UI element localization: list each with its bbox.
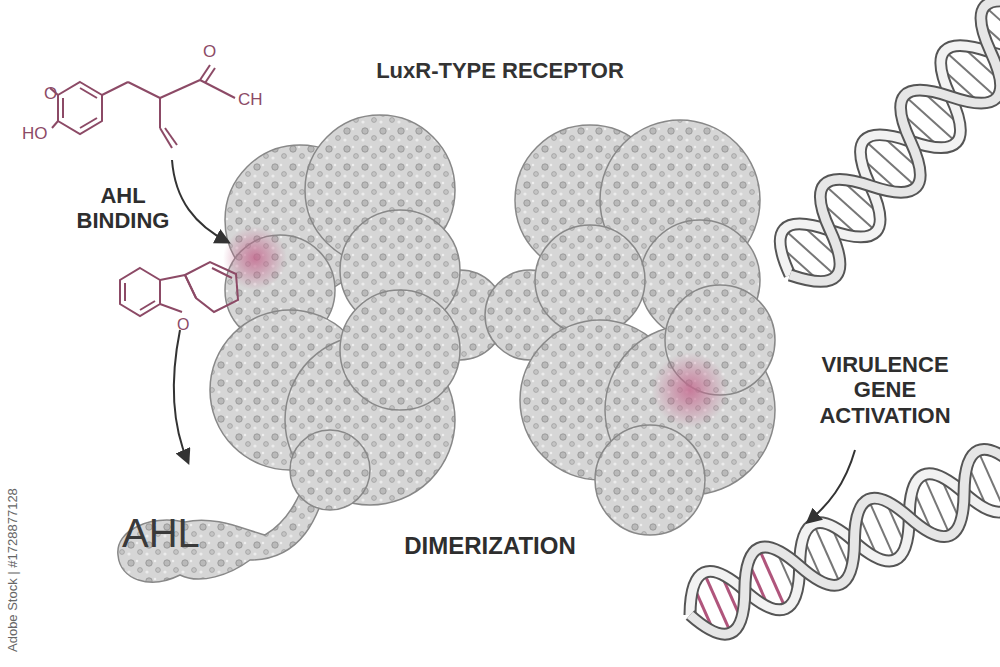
dna-helix <box>677 438 1000 645</box>
chemical-structure <box>50 65 235 148</box>
molecule-label: AHL <box>122 510 232 556</box>
atom-label: HO <box>22 124 48 144</box>
binding-site <box>223 226 287 290</box>
atom-label: O <box>44 84 57 104</box>
chemical-structure <box>120 262 238 316</box>
atom-label: O <box>203 42 216 62</box>
atom-label: CH <box>238 90 263 110</box>
dna-helix <box>764 0 1000 298</box>
dna-binding-site <box>652 352 728 428</box>
callout-label: DIMERIZATION <box>340 532 640 560</box>
title: LuxR-TYPE RECEPTOR <box>300 58 700 83</box>
callout-label: VIRULENCE GENE ACTIVATION <box>790 352 980 428</box>
protein-dimer <box>210 115 775 535</box>
callout-label: AHL BINDING <box>58 183 188 234</box>
watermark: Adobe Stock | #1728877128 <box>6 412 21 652</box>
atom-label: O <box>177 316 189 334</box>
leader-arrow <box>172 160 855 522</box>
